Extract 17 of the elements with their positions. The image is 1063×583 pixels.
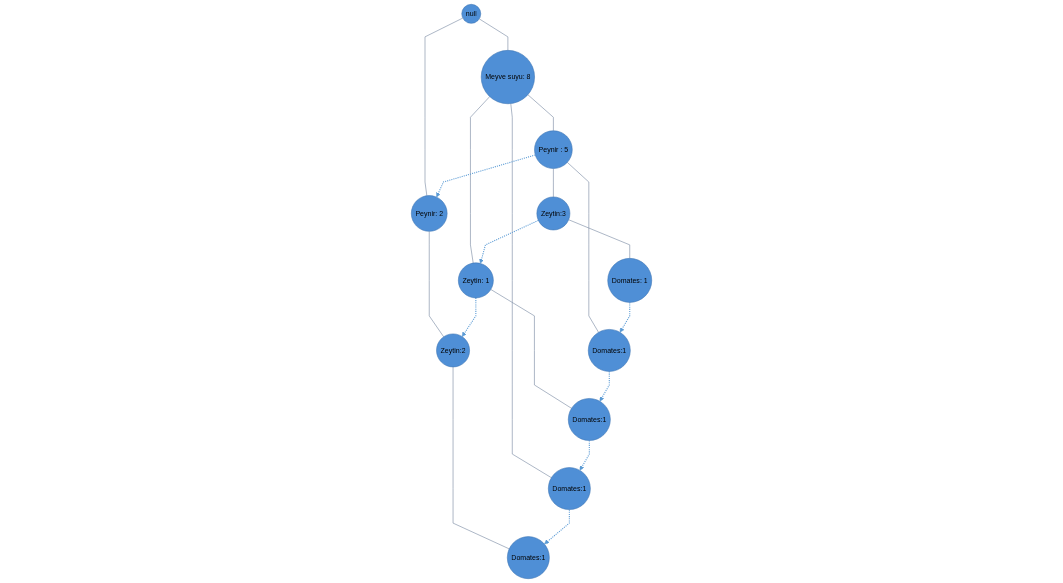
arrow	[544, 509, 570, 545]
arrow	[579, 440, 590, 471]
arrow	[599, 370, 610, 402]
connector	[527, 94, 554, 132]
arrow	[461, 297, 477, 337]
connector	[424, 17, 463, 197]
arrow	[479, 219, 539, 264]
connector	[510, 103, 552, 478]
arrow	[436, 154, 536, 198]
connector	[452, 366, 510, 550]
connector	[470, 96, 490, 264]
connector	[568, 219, 631, 259]
connector	[478, 18, 509, 51]
connector	[566, 162, 599, 333]
connector	[428, 231, 444, 338]
connector	[553, 168, 554, 198]
connector	[490, 289, 572, 409]
